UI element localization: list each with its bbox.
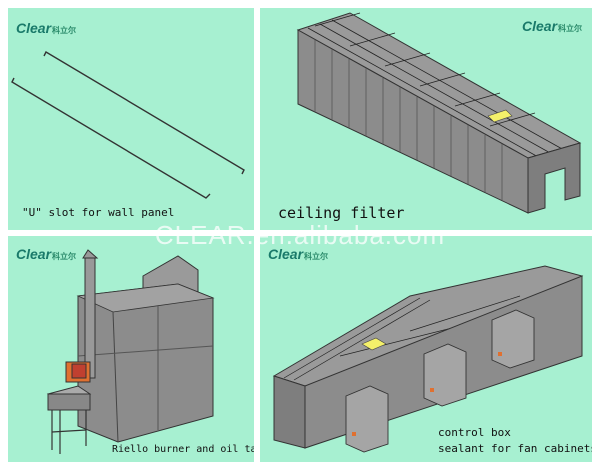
burner-unit-drawing <box>46 249 215 454</box>
booth-full-drawing <box>272 265 584 453</box>
brand-logo: Clear科立尔 <box>268 246 329 262</box>
yellow-filter-highlight <box>361 337 387 351</box>
caption-sealant: sealant for fan cabinets <box>438 442 592 455</box>
caption-ceiling-filter: ceiling filter <box>278 204 405 222</box>
caption-control-box: control box <box>438 426 511 439</box>
burner-red <box>71 363 87 379</box>
panel-burner: Clear科立尔 Riello burner and oil tank <box>8 236 254 462</box>
brand-logo: Clear科立尔 <box>522 18 583 34</box>
u-slot-drawing <box>11 51 245 199</box>
yellow-filter-highlight <box>487 109 513 123</box>
brand-logo: Clear科立尔 <box>16 20 77 36</box>
caption-u-slot: "U" slot for wall panel <box>22 206 175 219</box>
booth-ceiling-drawing <box>296 12 582 214</box>
panel-control-box: Clear科立尔 control box sealant for fan cab… <box>260 236 592 462</box>
caption-burner: Riello burner and oil tank <box>112 444 254 455</box>
watermark: CLEAR.en.alibaba.com <box>154 220 446 250</box>
brand-logo: Clear科立尔 <box>16 246 77 262</box>
panel-ceiling-filter: Clear科立尔 ceiling filter <box>260 8 592 230</box>
panel-u-slot: Clear科立尔 "U" slot for wall panel <box>8 8 254 230</box>
